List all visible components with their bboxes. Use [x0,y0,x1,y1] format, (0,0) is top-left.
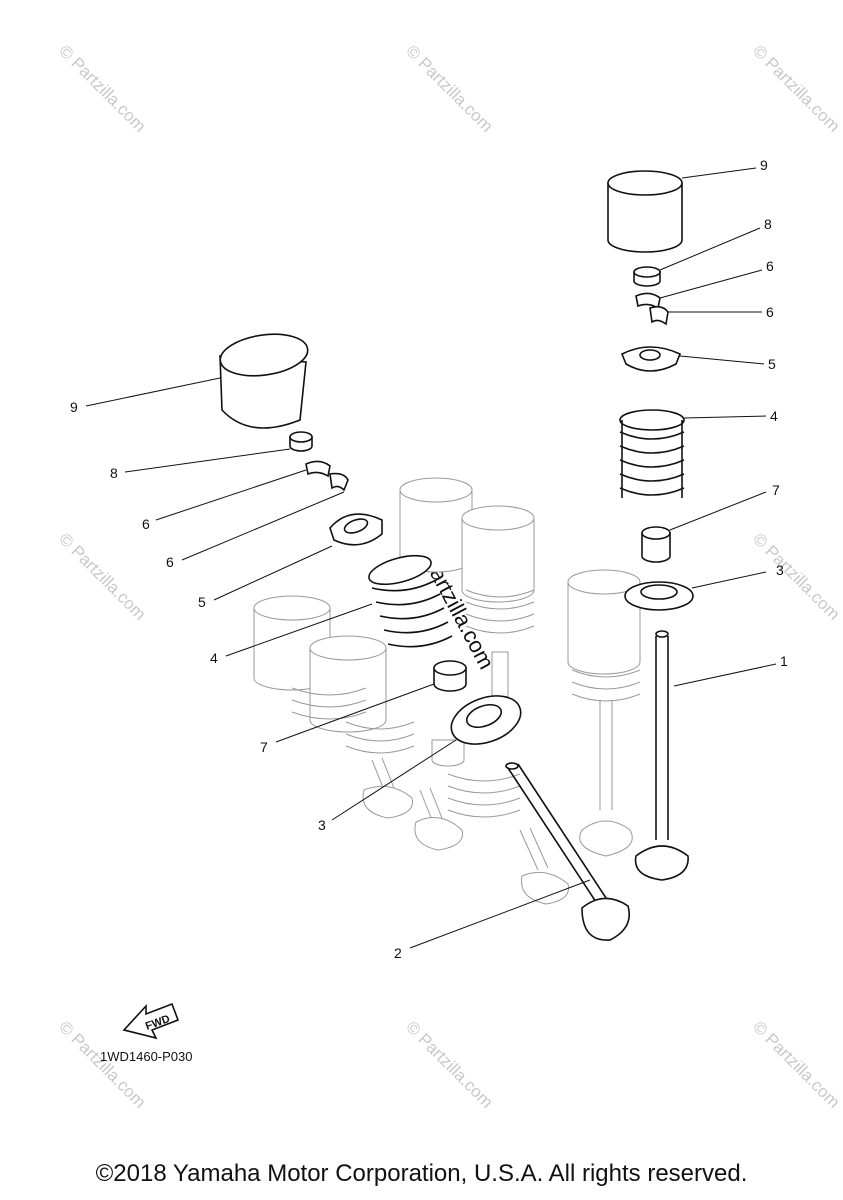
watermark-group: © Partzilla.com © Partzilla.com © Partzi… [55,41,843,1111]
callout-left-2: 2 [394,945,402,961]
callout-left-5: 5 [198,594,206,610]
callout-numbers: 9 8 6 6 5 4 7 3 1 9 8 6 6 5 4 7 3 2 [70,157,788,961]
left-valve-spring [368,554,453,648]
leader-lines [85,167,777,949]
left-retainer [329,513,383,546]
callout-right-9: 9 [760,157,768,173]
watermark-text: © Partzilla.com [749,529,843,623]
left-valve-lifter [219,333,309,429]
callout-right-1: 1 [780,653,788,669]
callout-left-6b: 6 [166,554,174,570]
watermark-text: © Partzilla.com [749,1017,843,1111]
callout-right-6b: 6 [766,304,774,320]
callout-right-7: 7 [772,482,780,498]
left-valve [505,762,630,941]
right-keeper-lower [649,305,669,326]
callout-left-6a: 6 [142,516,150,532]
callout-right-8: 8 [764,216,772,232]
watermark-text: © Partzilla.com [55,41,149,135]
left-spring-seat [450,695,522,745]
callout-left-7: 7 [260,739,268,755]
ghost-assembly [253,477,641,905]
watermark-text: © Partzilla.com [402,1017,496,1111]
left-keeper-upper [305,460,331,478]
right-valve [634,630,689,881]
callout-left-4: 4 [210,650,218,666]
left-valve-stack [219,333,630,941]
fwd-arrow-icon: FWD [122,1002,180,1040]
callout-left-3: 3 [318,817,326,833]
right-valve-spring [619,409,685,498]
copyright-notice: ©2018 Yamaha Motor Corporation, U.S.A. A… [95,1160,748,1187]
watermark-text: © Partzilla.com [55,529,149,623]
callout-left-9: 9 [70,399,78,415]
right-keeper-upper [635,292,661,310]
left-valve-shim [289,431,313,452]
left-keeper-lower [329,472,349,492]
right-valve-stack [607,170,694,881]
diagram-code: 1WD1460-P030 [100,1049,193,1064]
watermark-text: © Partzilla.com [402,41,496,135]
left-stem-seal [433,660,467,692]
callout-right-6a: 6 [766,258,774,274]
right-valve-lifter [607,182,683,253]
callout-right-3: 3 [776,562,784,578]
callout-right-5: 5 [768,356,776,372]
watermark-text: © Partzilla.com [749,41,843,135]
callout-right-4: 4 [770,408,778,424]
right-stem-seal [641,532,671,563]
callout-left-8: 8 [110,465,118,481]
